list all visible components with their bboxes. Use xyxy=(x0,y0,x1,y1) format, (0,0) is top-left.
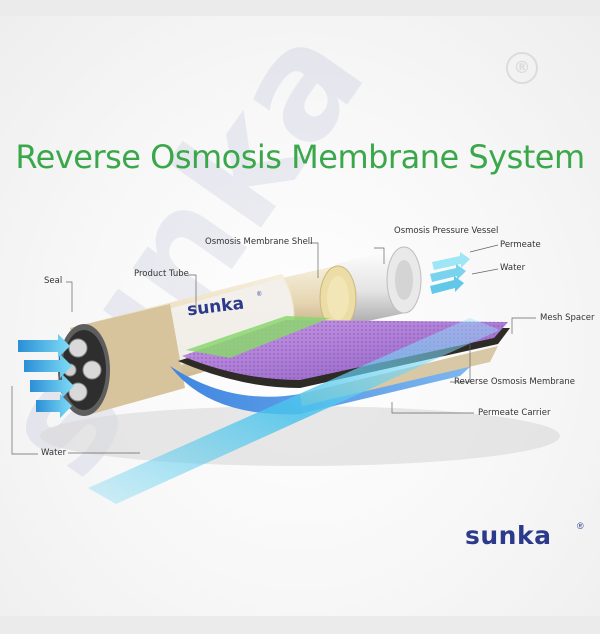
label-permeate-carrier: Permeate Carrier xyxy=(478,408,551,418)
registered-trademark-icon: ® xyxy=(506,52,538,84)
mesh-spacer-strip xyxy=(186,316,330,358)
tube-brand-reg: ® xyxy=(257,292,262,298)
leader-lines xyxy=(11,242,536,455)
permeate-carrier-sheet xyxy=(170,358,480,415)
image-panel: sunka xyxy=(0,16,600,616)
label-water-right: Water xyxy=(500,263,526,273)
outlet-arrows xyxy=(430,252,470,294)
brand-logo: sunka xyxy=(465,521,552,550)
ro-membrane-illustration: sunka xyxy=(0,16,560,507)
seal-end-cap xyxy=(58,324,110,416)
label-water-left: Water xyxy=(41,448,67,458)
diagram-title: Reverse Osmosis Membrane System xyxy=(15,138,585,176)
label-seal: Seal xyxy=(44,276,63,286)
label-membrane-shell: Osmosis Membrane Shell xyxy=(205,237,313,247)
water-stream xyxy=(88,318,500,504)
label-mesh-spacer: Mesh Spacer xyxy=(540,313,595,323)
label-product-tube: Product Tube xyxy=(134,269,189,279)
shadow xyxy=(40,406,560,466)
label-permeate: Permeate xyxy=(500,240,541,250)
label-pressure-vessel: Osmosis Pressure Vessel xyxy=(394,226,499,236)
inlet-water-arrows xyxy=(18,334,74,418)
label-ro-membrane: Reverse Osmosis Membrane xyxy=(454,377,575,387)
brand-logo-reg: ® xyxy=(577,521,584,531)
